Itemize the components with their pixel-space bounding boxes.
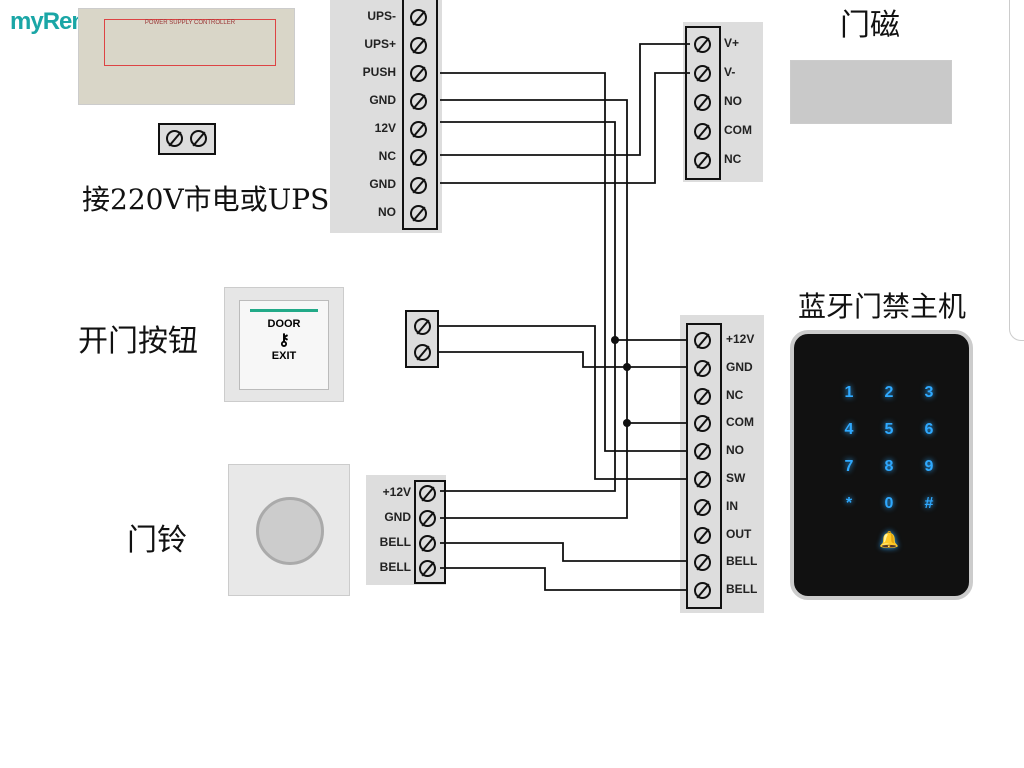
controller-terminal-label: BELL [726,582,758,597]
screw-terminal-icon [410,65,427,82]
screw-terminal-icon [410,205,427,222]
controller-terminal-label: GND [726,359,753,374]
screw-terminal-icon [410,9,427,26]
mains-terminal [158,123,216,155]
power_supply-terminal-label: NC [378,149,396,163]
keypad-key: 8 [884,458,894,475]
screw-terminal-icon [410,93,427,110]
screw-terminal-icon [694,359,711,377]
controller-terminal-label: +12V [726,332,755,346]
power_supply-terminal-label: NO [378,205,396,219]
door_magnet-terminal-label: V- [724,65,736,79]
exit-button-terminal [405,310,439,368]
screw-terminal-icon [419,510,436,527]
exit-button-photo: DOOR ⚷ EXIT [224,287,344,402]
keypad: 1 2 3 4 5 6 7 8 9 * 0 # 🔔 [790,330,973,600]
door-label: DOOR [267,318,301,330]
wire-gnd-bus [440,99,628,519]
screw-terminal-icon [419,485,436,502]
screw-terminal-icon [694,152,711,169]
door-magnet-caption: 门磁 [840,8,900,43]
wire-nc-v+ [440,43,690,156]
wire-bell-1 [440,542,688,562]
controller-terminal-label: COM [726,415,754,430]
screw-terminal-icon [419,560,436,577]
power-supply-label: POWER SUPPLY CONTROLLER [104,19,276,66]
screw-terminal-icon [694,415,711,433]
screw-terminal-icon [694,387,711,405]
keypad-key: 1 [844,384,854,401]
controller-terminal-label: IN [726,498,738,513]
doorbell-photo [228,464,350,596]
doorbell-terminal-label: +12V [382,485,411,499]
wire-gnd-v- [440,72,690,184]
power_supply-terminal-label: GND [369,93,396,107]
screw-terminal-icon [694,123,711,140]
keypad-key: 4 [844,421,854,438]
keypad-key: 5 [884,421,894,438]
controller-terminal-label: BELL [726,554,758,569]
doorbell-terminal-label: BELL [379,535,411,549]
door_magnet-terminal-label: NC [724,152,742,166]
screw-terminal-icon [694,498,711,516]
doorbell-terminal-label: BELL [379,560,411,574]
door_magnet-terminal-label: V+ [724,36,740,50]
screw-terminal-icon [410,149,427,166]
wire-push-no [440,72,688,452]
controller-caption: 蓝牙门禁主机 [798,290,967,323]
junction-dot [611,336,619,344]
power-supply-photo: POWER SUPPLY CONTROLLER [78,8,295,105]
screw-terminal-icon [410,121,427,138]
controller-terminal-label: SW [726,471,746,485]
screw-terminal-icon [419,535,436,552]
keypad-key: 9 [924,458,934,475]
doorbell-caption: 门铃 [127,523,187,558]
junction-dot [623,363,631,371]
junction-dot [623,419,631,427]
mains-caption: 接220V市电或UPS [82,183,330,216]
keypad-key: * [845,495,853,512]
key-icon: ⚷ [278,332,290,349]
doorbell-terminal-label: GND [384,510,411,524]
power_supply-terminal-label: UPS- [367,9,396,23]
door_magnet-terminal-label: COM [724,123,752,137]
controller-terminal-label: NC [726,387,744,402]
exit-label: EXIT [271,350,297,362]
screw-terminal-icon [694,471,711,488]
power_supply-terminal-label: 12V [374,121,396,135]
keypad-key: # [924,495,934,512]
wire-button-gnd [437,351,627,368]
keypad-key: 6 [924,421,934,438]
screw-terminal-icon [694,65,711,82]
bell-icon: 🔔 [879,532,899,549]
screw-terminal-icon [694,526,711,544]
screw-terminal-icon [694,443,711,461]
wire-button-sw [437,325,688,480]
power_supply-terminal-label: GND [369,177,396,191]
wire-12v-bus [440,121,616,492]
controller-terminal-label: NO [726,443,744,458]
door_magnet-terminal-label: NO [724,94,742,108]
exit-button-caption: 开门按钮 [78,324,198,359]
screw-terminal-icon [694,332,711,349]
keypad-key: 3 [924,384,934,401]
door-magnet-photo [790,60,952,124]
screw-terminal-icon [694,36,711,53]
screw-terminal-icon [410,37,427,54]
power_supply-terminal-label: UPS+ [364,37,396,51]
screw-terminal-icon [694,94,711,111]
wire-bell-2 [440,567,688,591]
power_supply-terminal-label: PUSH [362,65,396,79]
screw-terminal-icon [410,177,427,194]
controller-terminal-label: OUT [726,526,752,541]
keypad-key: 7 [844,458,854,475]
keypad-key: 2 [884,384,894,401]
keypad-key: 0 [884,495,894,512]
screw-terminal-icon [694,582,711,600]
screw-terminal-icon [694,554,711,572]
